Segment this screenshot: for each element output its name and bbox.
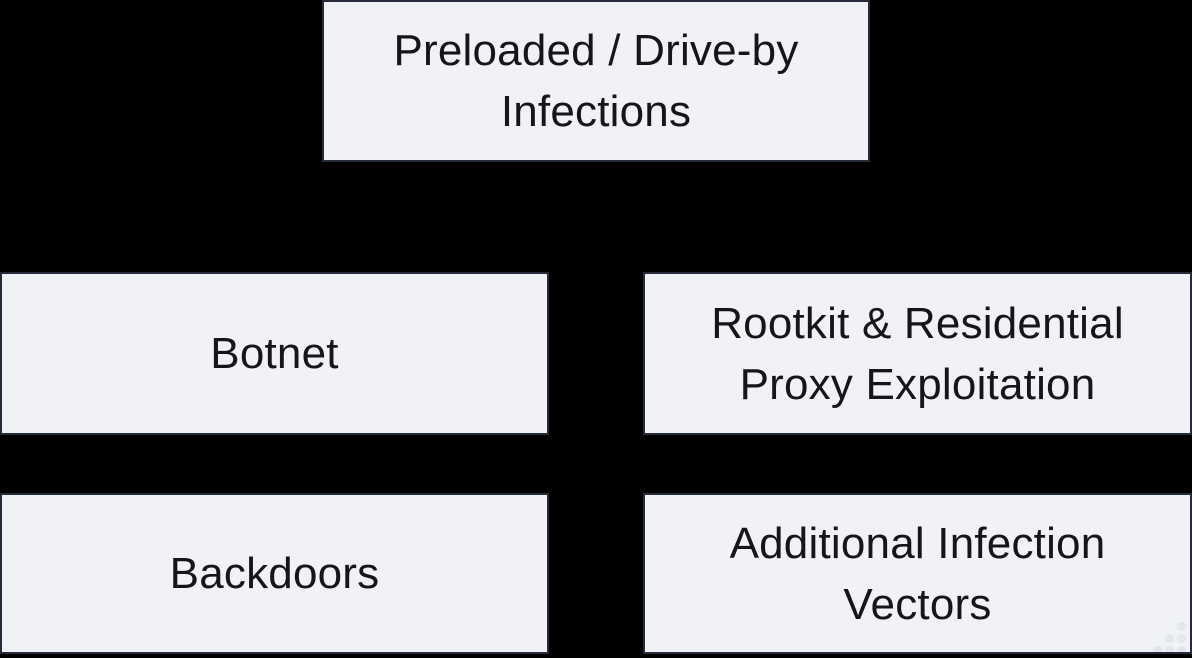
dot-grid-watermark-icon	[1153, 622, 1186, 652]
watermark-dot	[1177, 646, 1186, 652]
watermark-dot	[1165, 634, 1174, 643]
watermark-dot	[1177, 634, 1186, 643]
node-label: Backdoors	[169, 549, 380, 598]
node-label: Additional Infection Vectors	[729, 518, 1106, 629]
node-additional-infection-vectors: Additional Infection Vectors	[643, 493, 1192, 654]
node-label: Preloaded / Drive-by Infections	[393, 26, 799, 136]
node-rootkit-residential-proxy-exploitation: Rootkit & Residential Proxy Exploitation	[643, 272, 1192, 435]
watermark-dot	[1177, 622, 1186, 631]
node-label: Rootkit & Residential Proxy Exploitation	[711, 298, 1124, 409]
node-botnet: Botnet	[0, 272, 549, 435]
watermark-dot	[1165, 646, 1174, 652]
node-backdoors: Backdoors	[0, 493, 549, 654]
node-label: Botnet	[210, 329, 339, 378]
node-preloaded-drive-by-infections: Preloaded / Drive-by Infections	[322, 0, 870, 162]
watermark-dot	[1153, 646, 1162, 652]
